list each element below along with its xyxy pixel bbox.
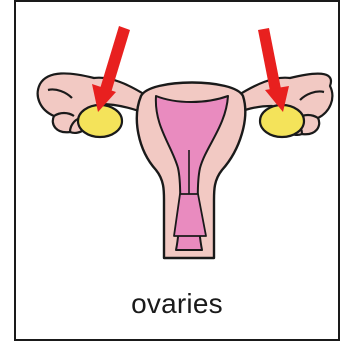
ovary-left-icon [78,105,122,137]
caption-label: ovaries [14,288,340,320]
